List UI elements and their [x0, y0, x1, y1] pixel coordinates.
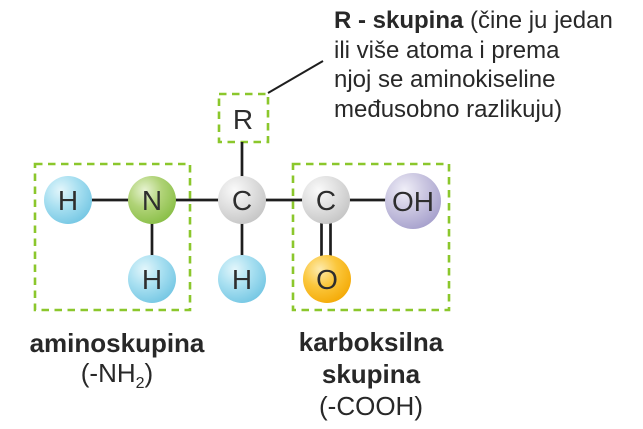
carboxyl-group-formula: (-COOH)	[319, 391, 423, 421]
atom-circle-hydrogen	[218, 255, 266, 303]
atom-label: C	[316, 185, 336, 216]
atom-label: H	[58, 185, 78, 216]
amino-formula-suffix: )	[144, 358, 154, 388]
atom-circle-hydrogen	[128, 255, 176, 303]
atom-hydrogen-1: H	[44, 176, 92, 224]
atom-label: O	[316, 264, 338, 295]
carboxyl-group-label: karboksilna skupina (-COOH)	[271, 326, 471, 422]
amino-group-formula: (-NH2)	[22, 358, 212, 399]
r-group-box	[217, 92, 270, 144]
atom-circle-hydroxyl	[385, 173, 441, 229]
atom-hydrogen-alpha: H	[218, 255, 266, 303]
atom-nitrogen: N	[128, 176, 176, 224]
r-group-note-line3: njoj se aminokiseline	[334, 66, 556, 93]
amino-formula-subscript: 2	[135, 375, 145, 393]
atom-label: H	[142, 264, 162, 295]
amino-formula-prefix: (-NH	[80, 358, 136, 388]
atom-oxygen: O	[303, 255, 351, 303]
atom-carbon-carboxyl: C	[302, 176, 350, 224]
atom-circle-carbon	[302, 176, 350, 224]
r-group-symbol: R	[233, 104, 253, 135]
carboxyl-group-name-line2: skupina	[321, 359, 421, 389]
r-group-note-line4: međusobno razlikuju)	[334, 95, 563, 123]
atom-circle-hydrogen	[44, 176, 92, 224]
r-group-note-line1: R - skupina (čine ju jedan	[334, 6, 613, 36]
amino-group-name: aminoskupina	[29, 328, 205, 358]
carboxyl-group-box	[291, 162, 451, 312]
atom-circle-nitrogen	[128, 176, 176, 224]
r-group-note-line1-rest: (čine ju jedan	[463, 7, 613, 34]
atom-circle-carbon	[218, 176, 266, 224]
atom-label: C	[232, 185, 252, 216]
atom-label: N	[142, 185, 162, 216]
atom-circle-oxygen	[303, 255, 351, 303]
atom-label: H	[232, 264, 252, 295]
r-group-pointer-line	[267, 60, 324, 94]
r-group-note-line2: ili više atoma i prema	[334, 36, 560, 64]
r-group-note: R - skupina (čine ju jedan ili više atom…	[334, 6, 613, 124]
atom-hydroxyl: OH	[385, 173, 441, 229]
amino-group-label: aminoskupina (-NH2)	[22, 328, 212, 399]
r-group-note-title: R - skupina	[334, 7, 464, 34]
amino-group-box	[33, 162, 192, 312]
atom-label: OH	[392, 186, 434, 217]
atom-carbon-alpha: C	[218, 176, 266, 224]
atom-hydrogen-2: H	[128, 255, 176, 303]
carboxyl-group-name-line1: karboksilna	[298, 327, 444, 357]
